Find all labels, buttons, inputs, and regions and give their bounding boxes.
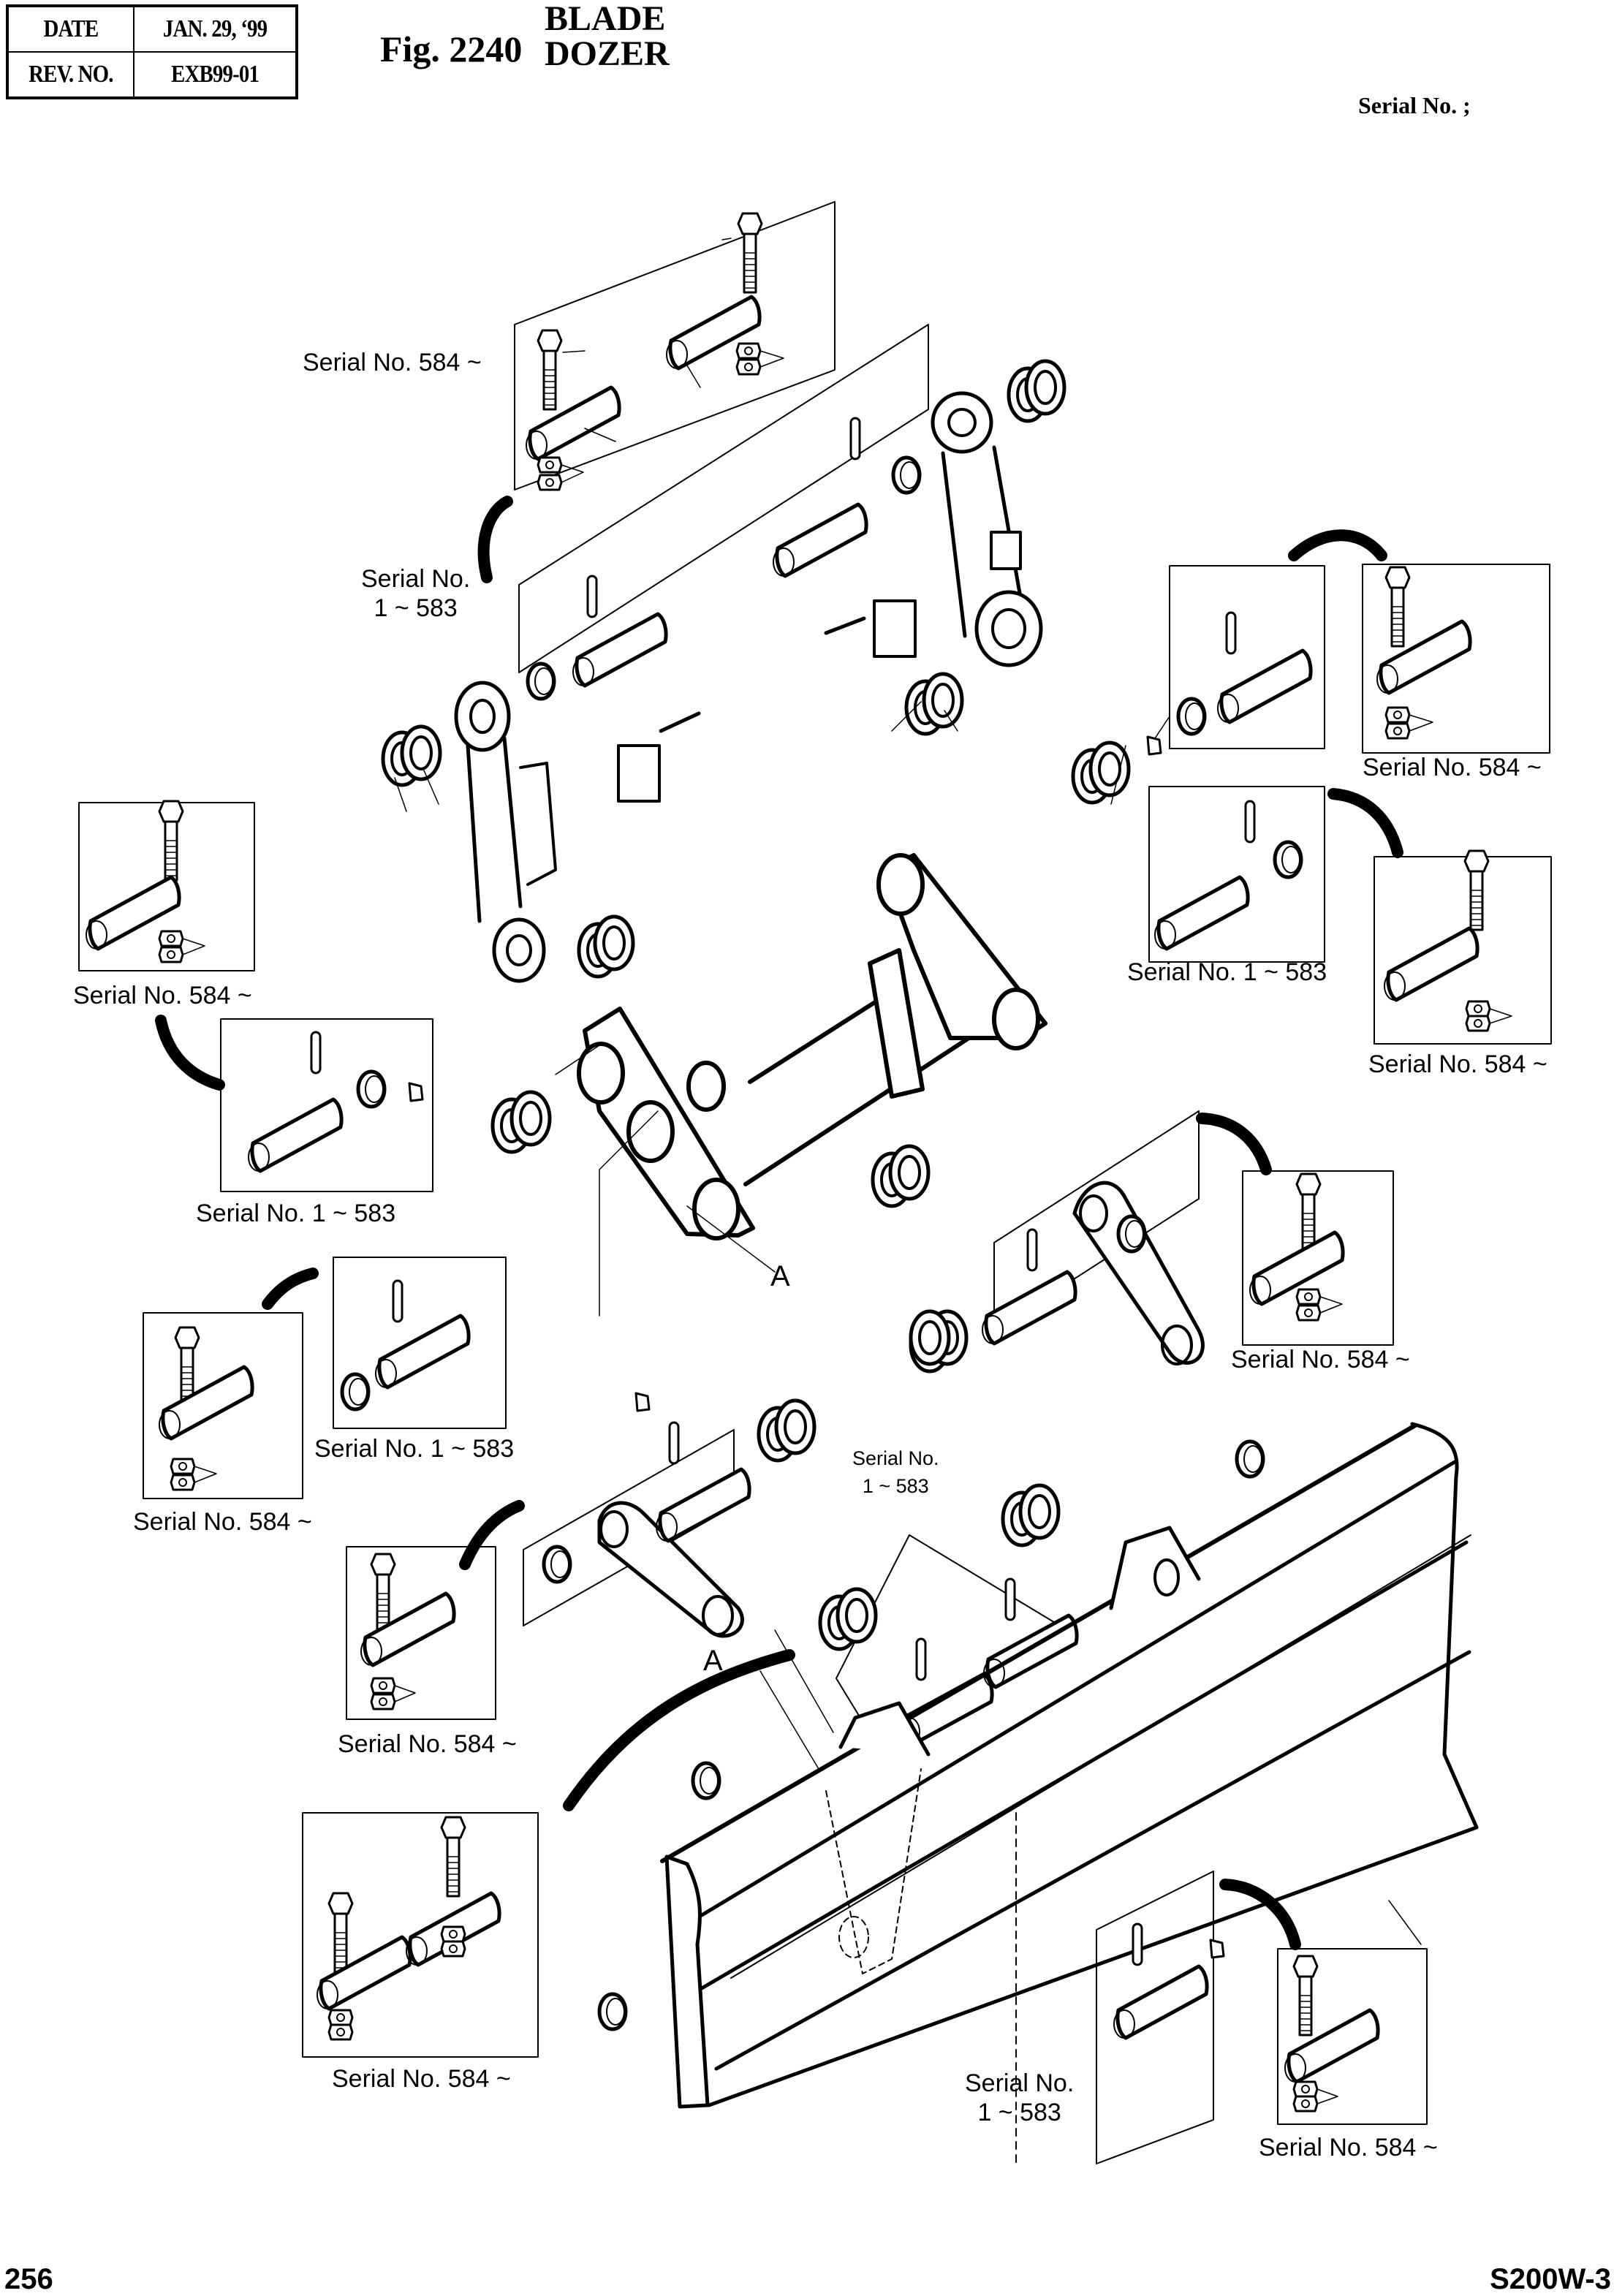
pin-box-right-link-new — [1242, 1170, 1394, 1346]
figure-name-line1: BLADE — [545, 0, 666, 38]
serial-label: Serial No. 584 ~ — [1363, 754, 1542, 781]
serial-label: Serial No. 1 ~ 583 — [361, 564, 470, 623]
figure-name-line2: DOZER — [545, 34, 670, 73]
serial-label: Serial No. 584 ~ — [1259, 2134, 1438, 2162]
figure-number: Fig. 2240 — [380, 29, 523, 69]
date-value: JAN. 29, ‘99 — [145, 5, 286, 53]
callout-arrow-icon — [563, 1649, 795, 1811]
serial-heading: Serial No. ; — [1358, 92, 1471, 118]
pin-box-lower-left-new — [346, 1546, 496, 1720]
date-label: DATE — [16, 5, 125, 53]
callout-arrow-icon — [459, 1500, 525, 1570]
pin-box-bottom-left — [302, 1812, 539, 2058]
ring-icon — [599, 1994, 626, 2029]
serial-label: Serial No. 584 ~ — [73, 982, 252, 1009]
serial-label-line: Serial No. — [852, 1447, 939, 1469]
dozer-frame — [577, 853, 1047, 1240]
revision-table: DATE JAN. 29, ‘99 REV. NO. EXB99-01 — [6, 4, 298, 99]
hydraulic-cylinder-left — [454, 681, 557, 983]
rev-label: REV. NO. — [16, 51, 125, 99]
reference-mark: A — [770, 1260, 790, 1292]
serial-label: Serial No. 1 ~ 583 — [852, 1444, 939, 1500]
callout-arrow-icon — [1219, 1879, 1301, 1950]
pin-box-left-mid-old — [220, 1018, 433, 1192]
serial-label: Serial No. 1 ~ 583 — [314, 1435, 515, 1463]
pin-icon — [526, 387, 619, 459]
serial-label: Serial No. 1 ~ 583 — [1127, 958, 1327, 986]
pin-box-left-lower-new — [143, 1312, 303, 1499]
callout-arrow-icon — [477, 496, 513, 583]
washers-upper — [383, 361, 1162, 977]
leader-lines — [394, 701, 1422, 1945]
callout-arrow-icon — [1327, 788, 1403, 858]
serial-label: Serial No. 584 ~ — [338, 1730, 517, 1758]
pin-box-right-upper — [1362, 564, 1550, 754]
serial-label: Serial No. 584 ~ — [1231, 1346, 1410, 1374]
serial-label: Serial No. 1 ~ 583 — [965, 2069, 1074, 2127]
pin-box-left-lower-old — [333, 1257, 507, 1429]
callout-arrow-icon — [155, 1015, 225, 1091]
pin-box-right-mid-new — [1374, 849, 1552, 1045]
callout-arrow-icon — [262, 1268, 319, 1310]
serial-label: Serial No. 1 ~ 583 — [196, 1200, 396, 1227]
serial-label: Serial No. 584 ~ — [133, 1508, 312, 1536]
pin-box-top-new — [514, 201, 836, 491]
page-number: 256 — [4, 2263, 53, 2295]
figure-name: BLADE DOZER — [545, 1, 670, 72]
serial-label-line: Serial No. — [361, 565, 471, 593]
serial-label: Serial No. 584 ~ — [303, 349, 482, 376]
serial-label-line: Serial No. — [965, 2069, 1075, 2097]
link-left — [523, 1392, 814, 1638]
serial-label-line: 1 ~ 583 — [977, 2099, 1061, 2126]
model-code: S200W-3 — [1490, 2263, 1611, 2295]
bolt-icon — [737, 212, 763, 294]
serial-label-line: 1 ~ 583 — [862, 1475, 929, 1497]
callout-arrow-icon — [1288, 529, 1387, 561]
pin-box-top-old — [518, 324, 929, 699]
serial-label: Serial No. 584 ~ — [1368, 1050, 1547, 1078]
pin-box-right-old-upper — [1169, 565, 1325, 749]
rev-value: EXB99-01 — [145, 51, 286, 99]
hydraulic-cylinder-right — [931, 391, 1043, 667]
mount-brackets — [617, 599, 917, 803]
serial-label: Serial No. 584 ~ — [332, 2065, 511, 2093]
link-right — [911, 1110, 1205, 1364]
pin-box-bottom-center — [1096, 1871, 1225, 2164]
serial-label-line: 1 ~ 583 — [374, 594, 458, 622]
callout-arrow-icon — [1196, 1113, 1272, 1175]
pin-box-left-upper — [78, 800, 255, 971]
bolt-icon — [537, 329, 563, 411]
reference-mark: A — [703, 1645, 723, 1677]
pin-box-right-mid-old — [1148, 786, 1325, 963]
ring-icon — [693, 1763, 719, 1798]
pin-box-bottom-right — [1277, 1948, 1428, 2125]
dozer-blade — [660, 1422, 1479, 2164]
